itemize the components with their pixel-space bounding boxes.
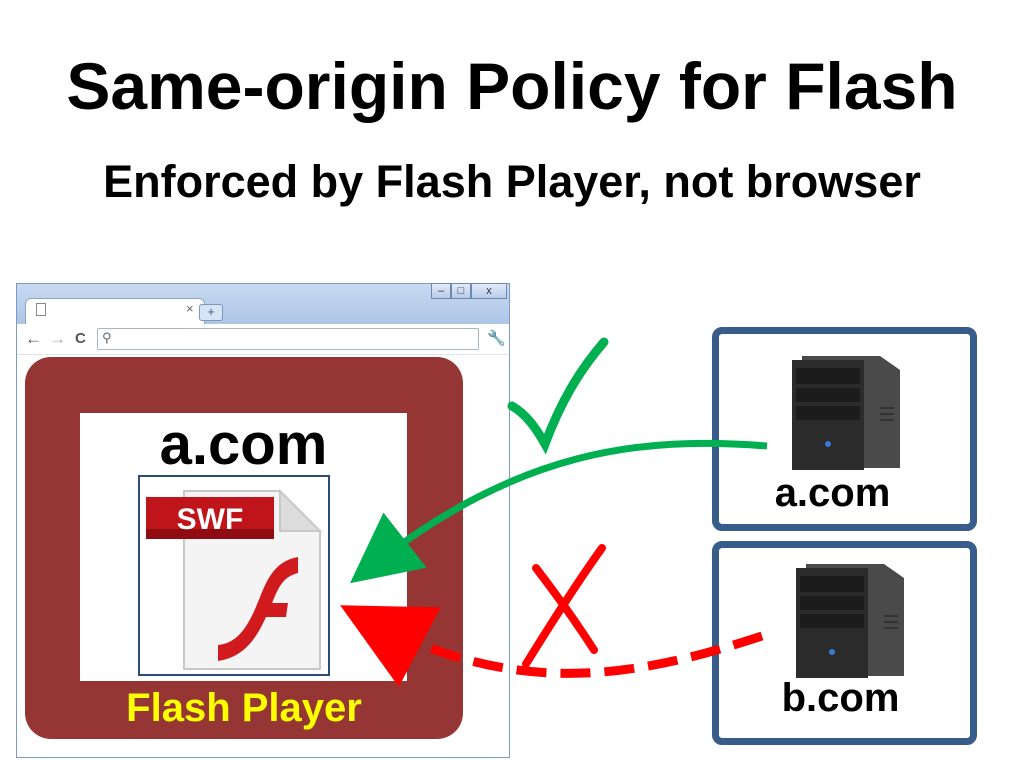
server-b-label: b.com: [781, 676, 900, 720]
swf-badge-text: SWF: [177, 503, 244, 536]
server-b-icon: [796, 564, 904, 678]
page-icon: [36, 303, 46, 316]
new-tab-button[interactable]: +: [199, 304, 223, 321]
server-a-label: a.com: [774, 471, 891, 515]
browser-toolbar: ← → C ⚲ 🔧: [17, 324, 509, 355]
swf-file: SWF: [138, 475, 330, 676]
server-a-icon: [792, 356, 900, 470]
wrench-icon[interactable]: 🔧: [487, 330, 506, 347]
search-icon: ⚲: [102, 330, 112, 345]
close-window-button[interactable]: x: [471, 283, 507, 299]
back-icon[interactable]: ←: [25, 329, 42, 348]
flash-origin-label: a.com: [159, 412, 328, 477]
swf-file-icon: SWF: [146, 488, 323, 670]
slide-title: Same-origin Policy for Flash: [66, 49, 958, 123]
reload-icon[interactable]: C: [75, 330, 86, 347]
address-bar[interactable]: ⚲: [97, 328, 479, 350]
forward-icon[interactable]: →: [49, 329, 66, 348]
slide-subtitle: Enforced by Flash Player, not browser: [103, 156, 921, 207]
flash-player-label: Flash Player: [126, 686, 362, 730]
browser-tab-strip: × + – □ x: [17, 283, 509, 324]
browser-tab[interactable]: ×: [25, 298, 205, 324]
maximize-button[interactable]: □: [451, 283, 471, 299]
denied-arrow: [340, 605, 764, 687]
flash-logo-icon: [218, 557, 298, 661]
tab-close-icon[interactable]: ×: [186, 301, 194, 316]
allowed-checkmark-icon: [507, 337, 609, 455]
allowed-arrow: [349, 439, 768, 584]
minimize-button[interactable]: –: [431, 283, 451, 299]
